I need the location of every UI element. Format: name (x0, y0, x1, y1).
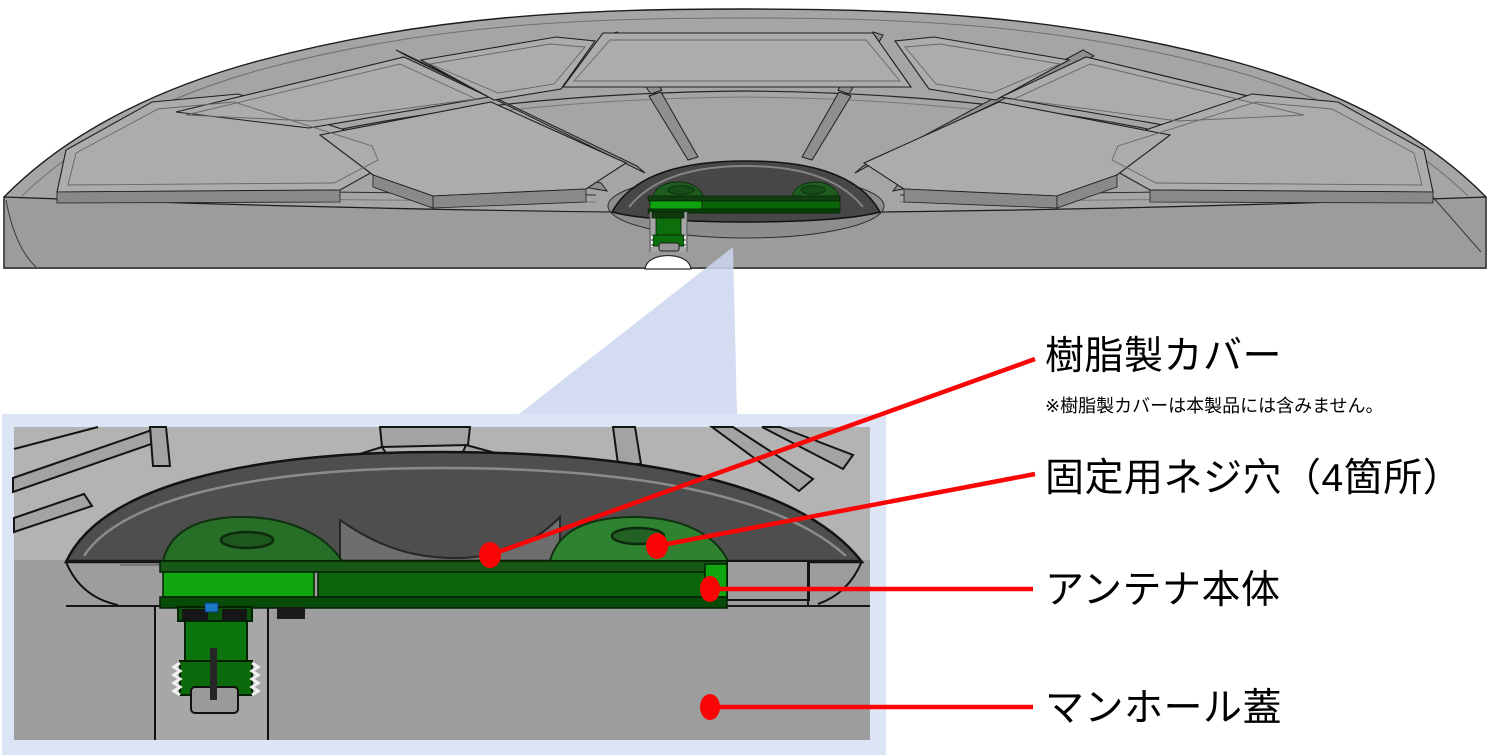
dome-inner-saddle (339, 514, 561, 562)
callout-dot-resin-cover (479, 542, 501, 568)
antenna-connector (171, 602, 305, 714)
label-resin-cover: 樹脂製カバー (1045, 335, 1283, 378)
label-screw-holes: 固定用ネジ穴（4箇所） (1045, 457, 1463, 500)
callout-line-resin-cover (489, 356, 1036, 558)
label-antenna-body: アンテナ本体 (1045, 569, 1281, 612)
callout-overlay (479, 356, 1036, 720)
manhole-cover-3d-view (3, 8, 1487, 270)
antenna-small (647, 181, 841, 214)
callout-line-screw-holes (656, 471, 1036, 549)
screw-hole-left (219, 530, 275, 550)
detail-view-panel (2, 414, 886, 755)
callout-dot-manhole-cover (700, 694, 720, 720)
label-manhole-cover: マンホール蓋 (1045, 687, 1283, 730)
callout-dot-screw-holes (646, 533, 668, 559)
antenna-body-shape (159, 560, 728, 609)
note-resin-cover-not-included: ※樹脂製カバーは本製品には含みません。 (1045, 396, 1384, 416)
bore-notch (644, 255, 692, 270)
connector-small (651, 211, 686, 252)
callout-dot-antenna-body (700, 576, 720, 602)
zoom-projection-beam (519, 247, 737, 414)
